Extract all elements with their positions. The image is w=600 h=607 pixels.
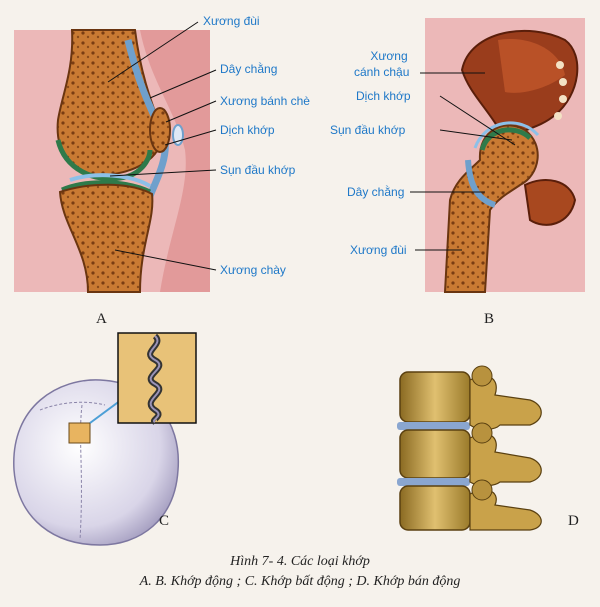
label-b-ligament: Dây chằng xyxy=(347,185,405,199)
vertebra-1 xyxy=(399,371,471,423)
label-a-synovial: Dịch khớp xyxy=(220,123,275,137)
knee-patella-shape xyxy=(149,107,171,153)
label-b-ilium-line2: cánh chậu xyxy=(354,65,410,79)
panel-label-c: C xyxy=(159,513,170,529)
skull-suture-highlight-box xyxy=(68,422,91,444)
skull-suture-sagittal xyxy=(79,404,83,541)
label-b-cartilage: Sụn đầu khớp xyxy=(330,123,406,137)
spine-illustration xyxy=(397,365,542,531)
articular-process-2 xyxy=(471,422,493,444)
figure-title: Hình 7- 4. Các loại khớp xyxy=(230,554,370,569)
knee-joint-illustration xyxy=(14,29,210,293)
disc-2 xyxy=(397,478,470,486)
skull-suture-coronal xyxy=(39,401,106,411)
label-b-femur: Xương đùi xyxy=(350,243,407,257)
suture-zigzag-highlight xyxy=(149,335,161,423)
label-a-patella: Xương bánh chè xyxy=(220,94,310,108)
knee-muscle xyxy=(140,30,210,292)
hip-sacrum-dots xyxy=(554,61,567,120)
hip-ischium-shape xyxy=(523,179,577,226)
hip-femur-shape xyxy=(443,124,539,293)
label-b-ilium-line1: Xương xyxy=(370,49,408,63)
skull-illustration xyxy=(13,332,197,546)
hip-synovial-shape xyxy=(473,121,540,149)
disc-1 xyxy=(397,422,470,430)
articular-process-3 xyxy=(471,479,493,501)
knee-tibia-shape xyxy=(58,183,154,293)
hip-joint-illustration xyxy=(425,18,585,293)
figure-subtitle: A. B. Khớp động ; C. Khớp bất động ; D. … xyxy=(139,574,461,589)
vertebra-2 xyxy=(399,429,471,479)
panel-label-b: B xyxy=(484,311,495,327)
label-a-cartilage: Sụn đầu khớp xyxy=(220,163,296,177)
panel-label-a: A xyxy=(96,311,107,327)
hip-ilium-highlight xyxy=(498,39,565,93)
hip-leader-lines xyxy=(410,72,516,251)
knee-leader-lines xyxy=(107,21,217,271)
label-b-synovial: Dịch khớp xyxy=(356,89,411,103)
label-a-femur: Xương đùi xyxy=(203,14,260,28)
hip-cartilage-shape xyxy=(479,127,532,151)
articular-process-1 xyxy=(471,365,493,387)
vertebra-3 xyxy=(399,485,471,531)
label-a-tibia: Xương chày xyxy=(220,263,286,277)
panel-label-d: D xyxy=(568,513,579,529)
label-a-ligament: Dây chằng xyxy=(220,62,278,76)
